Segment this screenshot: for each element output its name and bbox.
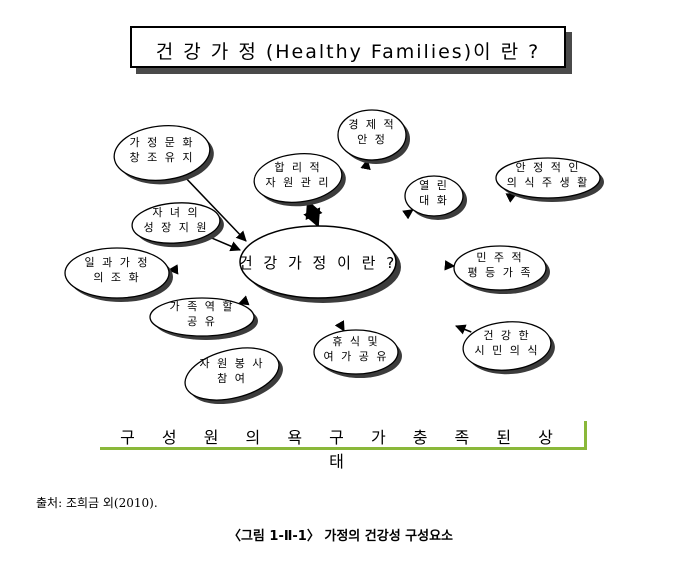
center-ellipse <box>239 225 397 299</box>
arrow-roles <box>237 295 250 306</box>
node-ellipse <box>462 321 552 371</box>
node-label-line: 건 강 한 <box>483 329 530 342</box>
node-roles: 가 족 역 할공 유 <box>149 297 258 340</box>
node-ellipse <box>149 297 255 337</box>
node-label-line: 창 조 유 지 <box>130 151 195 164</box>
outcome-box: 구 성 원 의 욕 구 가 충 족 된 상 태 <box>100 421 587 471</box>
arrow-children <box>208 235 241 252</box>
node-label-line: 평 등 가 족 <box>468 266 533 279</box>
node-label-line: 안 정 적 인 <box>516 161 581 174</box>
figure-caption: 〈그림 1-Ⅱ-1〉 가정의 건강성 구성요소 <box>227 529 454 544</box>
node-label-line: 안 정 <box>357 133 387 146</box>
node-label-line: 민 주 적 <box>476 251 523 264</box>
node-label-line: 자 녀 의 <box>152 206 199 219</box>
outcome-text: 구 성 원 의 욕 구 가 충 족 된 상 태 <box>120 428 564 471</box>
node-label-line: 자 원 관 리 <box>266 176 331 189</box>
source-citation: 출처: 조희금 외(2010). <box>36 496 158 510</box>
node-ellipse <box>64 247 170 299</box>
node-label-line: 휴 식 및 <box>332 335 379 348</box>
node-label-line: 여 가 공 유 <box>324 350 389 363</box>
arrow-rational <box>303 199 323 228</box>
node-label-line: 의 식 주 생 활 <box>507 175 590 189</box>
arrow-culture <box>184 176 247 242</box>
node-children: 자 녀 의성 장 지 원 <box>131 202 224 248</box>
node-label-line: 의 조 화 <box>93 271 140 284</box>
node-ellipse <box>253 153 343 203</box>
node-worklife: 일 과 가 정의 조 화 <box>64 247 173 302</box>
node-rational: 합 리 적자 원 관 리 <box>253 153 346 207</box>
node-volunteer: 자 원 봉 사참 여 <box>184 347 283 405</box>
node-label-line: 경 제 적 <box>348 118 395 131</box>
concept-nodes: 가 정 문 화창 조 유 지합 리 적자 원 관 리경 제 적안 정열 린대 화… <box>64 109 604 405</box>
node-label-line: 자 원 봉 사 <box>200 357 265 370</box>
center-label: 건 강 가 정 이 란 ? <box>239 254 397 272</box>
diagram-title: 건 강 가 정 (Healthy Families)이 란 ? <box>155 41 541 63</box>
node-ellipse <box>453 245 547 291</box>
node-label-line: 공 유 <box>187 315 217 328</box>
node-ellipse <box>131 202 221 244</box>
node-label-line: 열 린 <box>419 179 449 192</box>
node-label-line: 성 장 지 원 <box>144 221 209 234</box>
node-ellipse <box>404 175 464 217</box>
node-label-line: 일 과 가 정 <box>85 255 150 269</box>
concept-diagram: 가 정 문 화창 조 유 지합 리 적자 원 관 리경 제 적안 정열 린대 화… <box>64 109 604 405</box>
node-ellipse <box>495 157 601 199</box>
node-democratic: 민 주 적평 등 가 족 <box>453 245 550 294</box>
node-citizen: 건 강 한시 민 의 식 <box>462 321 555 375</box>
node-label-line: 가 족 역 할 <box>170 300 235 313</box>
node-culture: 가 정 문 화창 조 유 지 <box>113 125 214 185</box>
node-ellipse <box>113 125 211 181</box>
node-label-line: 참 여 <box>217 372 247 385</box>
node-leisure: 휴 식 및여 가 공 유 <box>313 329 402 378</box>
node-label-line: 합 리 적 <box>274 161 321 174</box>
node-label-line: 대 화 <box>419 194 449 207</box>
node-ellipse <box>337 109 407 161</box>
node-label-line: 가 정 문 화 <box>130 136 195 149</box>
node-housing: 안 정 적 인의 식 주 생 활 <box>495 157 604 202</box>
node-ellipse <box>184 347 280 401</box>
node-economic: 경 제 적안 정 <box>337 109 410 164</box>
diagram-title-box: 건 강 가 정 (Healthy Families)이 란 ? <box>130 26 566 68</box>
node-open: 열 린대 화 <box>404 175 467 220</box>
node-ellipse <box>313 329 399 375</box>
arrow-citizen <box>455 324 472 335</box>
node-label-line: 시 민 의 식 <box>475 344 540 357</box>
center-node: 건 강 가 정 이 란 ? <box>239 225 401 303</box>
